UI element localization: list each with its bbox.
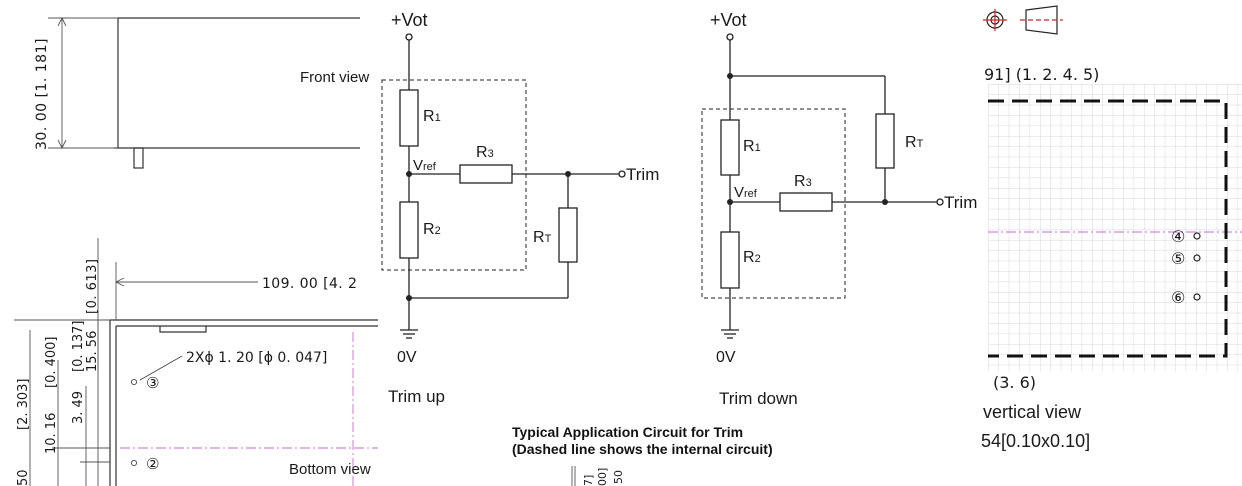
hole-note-label: 2Xϕ 1. 20 [ϕ 0. 047] [186,350,327,366]
pin-holes [1193,232,1201,301]
grid-note-label: 54[0.10x0.10] [981,431,1090,451]
dim-10-16-label: 10. 16 [44,413,59,454]
hole-leader [130,355,183,467]
vertical-dimensions [14,238,110,486]
trim-up-junctions [406,171,571,301]
pin-5-label: ⑤ [1171,249,1185,268]
bottom-view-outline [109,319,378,486]
trim-up-r1-resistor [399,89,419,147]
figure-caption: Typical Application Circuit for Trim (Da… [512,424,773,458]
bottom-dimension-stub: 7] 00] 50 [571,466,625,486]
projection-symbol [983,5,1063,35]
pin-2-label: ② [146,455,159,473]
trim-down-rt-resistor [875,113,895,169]
dim-2-303-label: [2. 303] [16,379,31,431]
dim-3-49-label: 3. 49 [71,391,86,424]
trim-down-vref-label: Vref [734,184,758,201]
trim-up-vref-label: Vref [413,157,437,174]
trim-down-r2-resistor [720,231,740,289]
front-view-outline [114,17,360,169]
width-dimension [114,262,258,320]
pin-3-label: ③ [146,374,159,392]
front-view-label: Front view [300,69,369,86]
trim-down-rt-label: RT [905,134,924,151]
trim-up-r2-resistor [399,201,419,259]
trim-down-vout-label: +Vot [710,10,747,30]
stub-label-b: 00] [596,468,609,486]
height-dimension [48,16,118,150]
dim-50-label: 50 [16,469,31,486]
trim-up-circuit: +Vot R1 R2 R3 RT Vref [381,10,659,406]
trim-up-gnd-label: 0V [397,349,417,366]
mechanical-drawing-right: 91] (1. 2. 4. 5) ④ ⑤ ⑥ (3. 6) vertical v… [981,5,1242,451]
trim-up-r3-label: R3 [476,144,494,161]
pins-footer-label: (3. 6) [993,373,1036,392]
height-dimension-label: 30. 00 [1. 181] [34,38,50,150]
vertical-view-label: vertical view [983,402,1082,422]
trim-up-r2-label: R2 [423,221,441,238]
caption-line-1: Typical Application Circuit for Trim [512,424,744,440]
module-outline-dashed [988,99,1228,358]
width-dimension-label: 109. 00 [4. 2 [262,276,357,292]
pin-4-label: ④ [1171,227,1185,246]
trim-down-junctions [727,73,888,205]
trim-down-wires [721,33,944,339]
pins-header-label: 91] (1. 2. 4. 5) [984,65,1099,84]
trim-up-internal-boundary [381,79,527,271]
trim-up-rt-resistor [558,207,578,263]
stub-label-c: 50 [612,470,625,484]
caption-line-2: (Dashed line shows the internal circuit) [512,441,773,457]
mechanical-drawing-left: 30. 00 [1. 181] Front view 109. 00 [4. 2 [14,16,378,486]
trim-down-r2-label: R2 [743,249,761,266]
dim-0613-label: [0. 613] [85,259,100,315]
trim-down-trim-label: Trim [944,193,977,212]
bottom-view-label: Bottom view [289,461,371,478]
trim-up-rt-label: RT [533,229,552,246]
trim-up-r1-label: R1 [423,108,441,125]
trim-down-gnd-label: 0V [716,349,736,366]
pin-6-label: ⑥ [1171,288,1185,307]
trim-down-r3-resistor [779,192,833,212]
dim-0-400-label: [0. 400] [44,337,59,389]
centerlines [120,332,378,486]
trim-down-circuit: +Vot R1 R2 R3 RT Vref [701,10,977,408]
trim-down-r3-label: R3 [794,173,812,190]
trim-up-vout-label: +Vot [391,10,428,30]
trim-down-title: Trim down [719,389,798,408]
trim-down-r1-label: R1 [743,138,761,155]
trim-down-internal-boundary [701,108,846,299]
trim-up-title: Trim up [388,387,445,406]
pcb-grid [988,84,1242,372]
dim-0-137-label: [0. 137] [71,321,86,373]
trim-down-r1-resistor [720,119,740,176]
dim-15-56-label: 15. 56 [85,331,100,372]
trim-up-trim-label: Trim [626,165,659,184]
trim-up-r3-resistor [459,164,513,184]
stub-label-a: 7] [582,475,595,486]
